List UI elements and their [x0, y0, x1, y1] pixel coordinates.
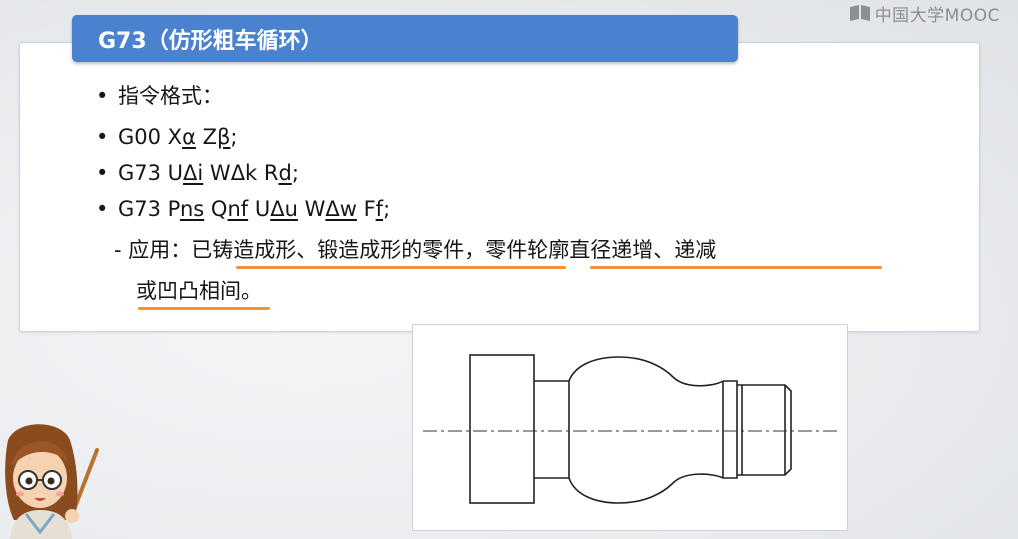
param-d: d — [278, 161, 292, 185]
slide-title-bar: G73（仿形粗车循环） — [72, 15, 738, 62]
application-note-line1: - 应用：已铸造成形、锻造成形的零件，零件轮廓直径递增、递减 — [114, 238, 717, 262]
application-note-line2: 或凹凸相间。 — [136, 279, 262, 303]
highlight-underline-3 — [138, 307, 270, 310]
param-ns: ns — [179, 197, 205, 221]
part-drawing-panel — [412, 324, 848, 531]
highlight-underline-1 — [236, 266, 566, 269]
param-alpha: α — [182, 125, 196, 149]
param-f: f — [375, 197, 384, 221]
bullet-heading: •指令格式： — [96, 84, 223, 108]
teacher-avatar-icon — [5, 424, 99, 539]
param-delta-u: Δu — [270, 197, 298, 221]
turned-part-drawing — [423, 354, 838, 504]
param-nf: nf — [227, 197, 249, 221]
bullet-g73-p: •G73 Pns Qnf UΔu WΔw Ff; — [96, 197, 391, 221]
mooc-watermark: 中国大学MOOC — [849, 2, 1000, 26]
highlight-underline-2 — [590, 266, 882, 269]
bullet-g00: •G00 Xα Zβ; — [96, 125, 238, 149]
param-beta: β — [216, 125, 231, 149]
param-delta-i: Δi — [183, 161, 204, 185]
param-delta-w: Δw — [325, 197, 357, 221]
mooc-book-icon — [849, 5, 870, 21]
watermark-text: 中国大学MOOC — [874, 5, 1000, 26]
slide-title: G73（仿形粗车循环） — [98, 28, 323, 54]
content-card — [19, 42, 980, 332]
heading-text: 指令格式： — [118, 84, 223, 108]
bullet-g73-u: •G73 UΔi WΔk Rd; — [96, 161, 299, 185]
